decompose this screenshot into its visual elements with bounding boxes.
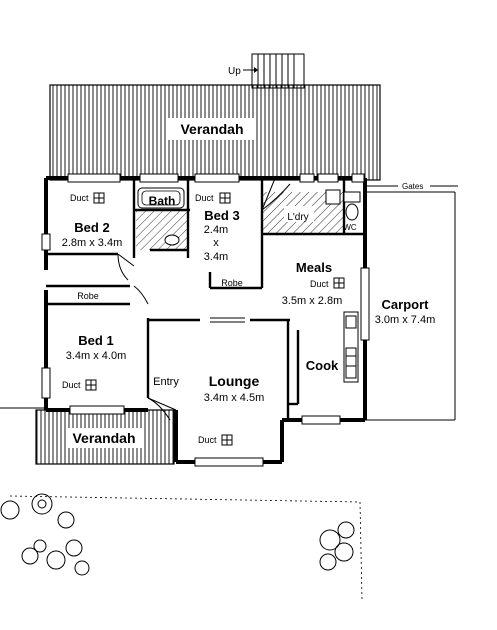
up-label: Up <box>228 66 241 77</box>
bed1-size: 3.4m x 4.0m <box>66 350 127 362</box>
lounge-size: 3.4m x 4.5m <box>204 392 265 404</box>
vanity-basin <box>164 234 180 246</box>
carport-label: Carport <box>382 297 430 312</box>
bathtub <box>137 187 185 209</box>
windows <box>41 173 370 467</box>
duct-label-bed2: Duct <box>70 193 89 203</box>
bed3-robe-label: Robe <box>221 278 243 288</box>
bed2-size: 2.8m x 3.4m <box>62 237 123 249</box>
bed3-x: x <box>213 237 219 249</box>
lounge-label: Lounge <box>209 373 260 389</box>
stairs <box>251 53 305 89</box>
verandah-bottom-label: Verandah <box>72 430 135 446</box>
duct-icon <box>85 379 97 391</box>
gates-label: Gates <box>402 182 423 191</box>
duct-icon <box>93 192 105 204</box>
interior-walls <box>46 178 365 420</box>
meals-size: 3.5m x 2.8m <box>282 295 343 307</box>
duct-label-bed3: Duct <box>195 193 214 203</box>
laundry-label: L'dry <box>287 212 308 223</box>
garden-trees <box>0 493 355 576</box>
carport-outline <box>365 185 458 421</box>
toilet <box>343 191 361 221</box>
robe-label: Robe <box>77 291 99 301</box>
meals-label: Meals <box>296 260 332 275</box>
duct-label-bed1: Duct <box>62 380 81 390</box>
bed3-label: Bed 3 <box>204 208 239 223</box>
verandah-top-label: Verandah <box>180 121 243 137</box>
duct-icon <box>219 192 231 204</box>
kitchen-bench <box>343 311 359 383</box>
bed3-dim2: 3.4m <box>204 251 228 263</box>
property-boundary <box>9 495 363 601</box>
bed3-dim1: 2.4m <box>204 224 228 236</box>
duct-icon <box>333 277 345 289</box>
bed1-label: Bed 1 <box>78 333 113 348</box>
duct-label-lounge: Duct <box>198 435 217 445</box>
carport-size: 3.0m x 7.4m <box>375 314 436 326</box>
up-arrow-icon <box>243 67 258 73</box>
duct-icon <box>221 434 233 446</box>
verandah-top-area <box>49 84 381 181</box>
cook-label: Cook <box>306 358 339 373</box>
bath-hatch <box>136 210 188 250</box>
wc-label: WC <box>343 223 357 232</box>
laundry-tub <box>325 189 341 205</box>
duct-label-meals: Duct <box>310 279 329 289</box>
doors <box>117 175 291 421</box>
bed2-label: Bed 2 <box>74 220 109 235</box>
bath-label: Bath <box>149 194 176 208</box>
entry-label: Entry <box>153 376 179 388</box>
